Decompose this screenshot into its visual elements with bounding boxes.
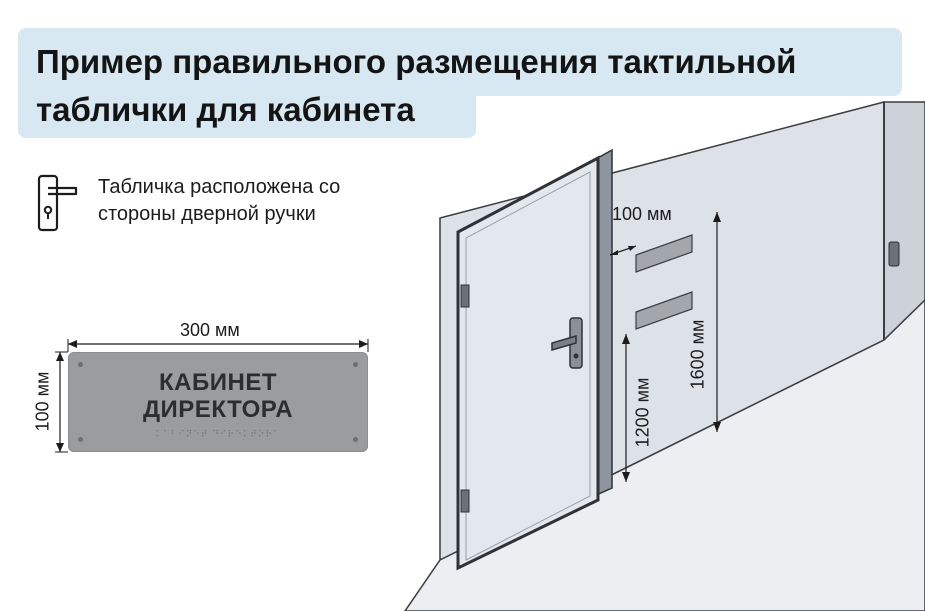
page-title-line-2: таблички для кабинета <box>18 84 476 138</box>
note-line-2: стороны дверной ручки <box>98 203 316 225</box>
door-handle-icon <box>551 317 583 369</box>
plate-height-label: 100 мм <box>32 371 53 432</box>
plate-braille: ⠅⠁⠃⠊⠝⠑⠞ ⠙⠊⠗⠑⠅⠞⠕⠗⠁ <box>155 430 281 440</box>
plate-height-dimension <box>55 351 68 453</box>
wall-plate-upper <box>635 234 693 273</box>
plate-screw <box>78 437 83 442</box>
plate-screw <box>78 362 83 367</box>
tactile-plate: КАБИНЕТ ДИРЕКТОРА ⠅⠁⠃⠊⠝⠑⠞ ⠙⠊⠗⠑⠅⠞⠕⠗⠁ <box>68 352 368 452</box>
side-wall <box>883 101 925 342</box>
plate-screw <box>353 362 358 367</box>
height-low-label: 1200 мм <box>632 377 653 448</box>
plate-text-line-1: КАБИНЕТ <box>159 369 277 396</box>
plate-width-dimension <box>67 339 369 352</box>
door-handle-icon <box>37 174 78 232</box>
plate-screw <box>353 437 358 442</box>
wall-plate-lower <box>635 291 693 330</box>
hinge-top <box>460 284 470 308</box>
door <box>456 155 600 571</box>
plate-text-line-2: ДИРЕКТОРА <box>142 396 294 423</box>
plate-width-label: 300 мм <box>180 320 240 340</box>
offset-label: 100 мм <box>612 204 672 224</box>
note-line-1: Табличка расположена со <box>98 176 341 198</box>
far-door-handle <box>888 241 900 267</box>
hinge-bottom <box>460 489 470 513</box>
note-text: Табличка расположена со стороны дверной … <box>98 174 428 228</box>
floor <box>404 298 925 611</box>
height-high-label: 1600 мм <box>687 319 708 390</box>
